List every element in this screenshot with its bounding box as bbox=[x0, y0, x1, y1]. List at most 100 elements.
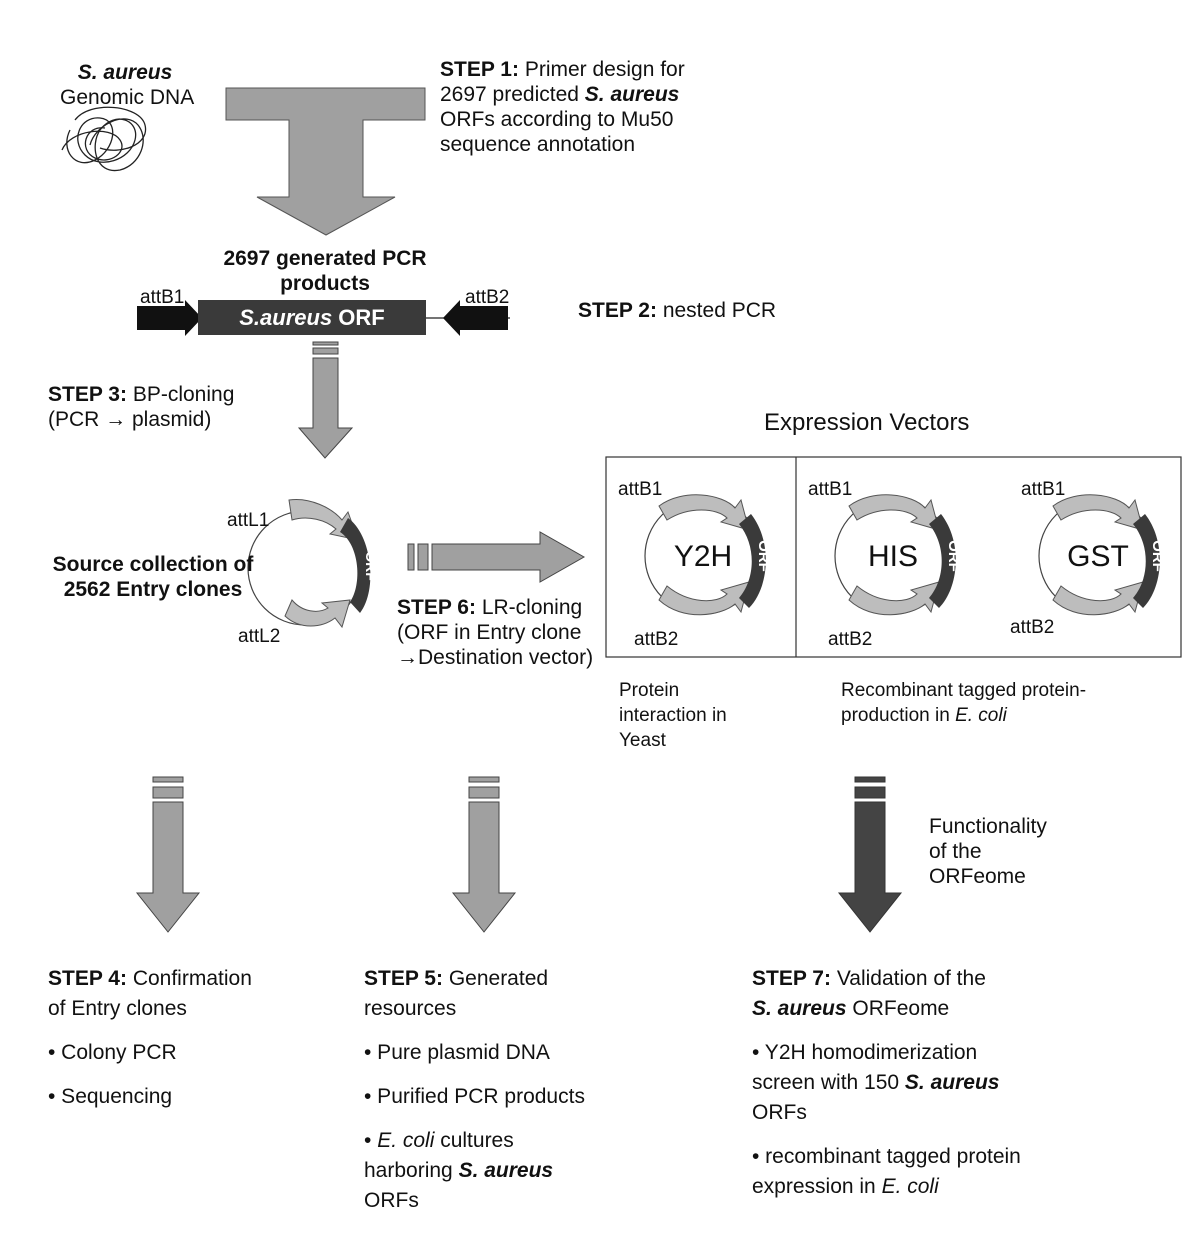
caption-left-line3: Yeast bbox=[619, 730, 666, 751]
step7-bullet1-line3: ORFs bbox=[752, 1101, 807, 1124]
entry-orf-label: ORF bbox=[363, 551, 379, 581]
step6-text: STEP 6: LR-cloning (ORF in Entry clone →… bbox=[397, 595, 593, 670]
caption-left-line1: Protein bbox=[619, 680, 680, 701]
step1-title: STEP 1: bbox=[440, 58, 519, 81]
functionality-label: Functionality of the ORFeome bbox=[929, 814, 1047, 889]
step7-bullet2-ecoli: E. coli bbox=[881, 1175, 939, 1198]
pcr-orf-box bbox=[198, 300, 426, 335]
step6-line2: (ORF in Entry clone bbox=[397, 621, 582, 644]
genome-species: S. aureus bbox=[77, 61, 173, 84]
step5-bullet-plasmid: • Pure plasmid DNA bbox=[364, 1041, 550, 1064]
step4-text: STEP 4: Confirmation of Entry clones • C… bbox=[48, 964, 252, 1112]
vector-plasmid-gst bbox=[1038, 494, 1160, 616]
step7-line2b: ORFeome bbox=[846, 997, 950, 1020]
genomic-dna-icon bbox=[61, 106, 147, 172]
y2h-orf-label: ORF bbox=[755, 540, 772, 572]
his-orf-label: ORF bbox=[945, 540, 962, 572]
step3-title: STEP 3: bbox=[48, 383, 127, 406]
vector-plasmid-y2h bbox=[644, 494, 766, 616]
step5-bullet3-line3: ORFs bbox=[364, 1189, 419, 1212]
step7-species: S. aureus bbox=[752, 997, 847, 1020]
step7-line1: Validation of the bbox=[830, 967, 986, 990]
functionality-line2: of the bbox=[929, 840, 982, 863]
step3-arrow bbox=[297, 341, 354, 459]
expression-vectors-box bbox=[605, 456, 1182, 658]
step1-line4: sequence annotation bbox=[440, 133, 635, 156]
entry-collection-line1: Source collection of bbox=[52, 553, 254, 576]
attl1-label: attL1 bbox=[227, 510, 270, 531]
attb2-arrow bbox=[443, 300, 508, 336]
step4-title: STEP 4: bbox=[48, 967, 127, 990]
gst-vector-name: GST bbox=[1067, 540, 1129, 573]
step6-line3: →Destination vector) bbox=[397, 646, 594, 669]
step7-bullet2-line1: • recombinant tagged protein bbox=[752, 1145, 1021, 1168]
his-attb2-label: attB2 bbox=[828, 629, 873, 650]
step5-bullet3-ecoli: E. coli bbox=[377, 1129, 435, 1152]
step5-bullet3-species: S. aureus bbox=[458, 1159, 554, 1182]
caption-protein-interaction: Protein interaction in Yeast bbox=[619, 678, 727, 753]
his-attb1-label: attB1 bbox=[808, 479, 853, 500]
step3-text: STEP 3: BP-cloning (PCR → plasmid) bbox=[48, 382, 234, 432]
y2h-attb2-label: attB2 bbox=[634, 629, 679, 650]
y2h-vector-name: Y2H bbox=[673, 540, 733, 573]
step3-line2: (PCR → plasmid) bbox=[48, 408, 212, 431]
step5-text: STEP 5: Generated resources • Pure plasm… bbox=[364, 964, 585, 1216]
step4-arrow bbox=[135, 776, 201, 933]
step7-arrow bbox=[837, 776, 903, 933]
gst-orf-label: ORF bbox=[1149, 540, 1166, 572]
step1-text: STEP 1: Primer design for 2697 predicted… bbox=[440, 57, 685, 157]
his-vector-name: HIS bbox=[867, 540, 918, 573]
step5-arrow bbox=[451, 776, 517, 933]
step5-title: STEP 5: bbox=[364, 967, 443, 990]
caption-right-line2a: production in bbox=[841, 705, 956, 726]
gst-attb2-label: attB2 bbox=[1010, 617, 1055, 638]
pcr-orf-label: ORF bbox=[332, 305, 385, 330]
pcr-products-title: 2697 generated PCR products bbox=[200, 246, 450, 296]
expression-vectors-title: Expression Vectors bbox=[764, 409, 970, 436]
step1-line3: ORFs according to Mu50 bbox=[440, 108, 674, 131]
pcr-products-line1: 2697 generated PCR bbox=[223, 247, 427, 270]
step1-line2a: 2697 predicted bbox=[440, 83, 585, 106]
step5-bullet-pcr-products: • Purified PCR products bbox=[364, 1085, 585, 1108]
step7-bullet2-line2a: expression in bbox=[752, 1175, 882, 1198]
step4-bullet-colony-pcr: • Colony PCR bbox=[48, 1041, 177, 1064]
entry-collection-line2: 2562 Entry clones bbox=[63, 578, 243, 601]
gst-attb1-label: attB1 bbox=[1021, 479, 1066, 500]
step5-line2: resources bbox=[364, 997, 457, 1020]
entry-collection-label: Source collection of 2562 Entry clones bbox=[38, 552, 268, 602]
step6-line1: LR-cloning bbox=[475, 596, 583, 619]
vector-plasmid-his bbox=[834, 494, 956, 616]
caption-right-ecoli: E. coli bbox=[955, 705, 1007, 726]
pcr-orf-species: S.aureus bbox=[239, 305, 333, 330]
step5-bullet3-line2a: harboring bbox=[364, 1159, 459, 1182]
pcr-attb2-label: attB2 bbox=[465, 287, 510, 308]
attl2-label: attL2 bbox=[238, 626, 281, 647]
step4-line1: Confirmation bbox=[126, 967, 252, 990]
functionality-line3: ORFeome bbox=[929, 865, 1026, 888]
genome-text: Genomic DNA bbox=[60, 86, 195, 109]
step5-bullet3-dot: • bbox=[364, 1129, 378, 1152]
attb1-arrow bbox=[137, 300, 202, 336]
step7-bullet1-line2a: screen with 150 bbox=[752, 1071, 905, 1094]
step2-desc: nested PCR bbox=[656, 299, 777, 322]
step6-arrow bbox=[407, 531, 586, 583]
step2-text: STEP 2: nested PCR bbox=[578, 298, 776, 323]
step5-line1: Generated bbox=[442, 967, 549, 990]
pcr-products-line2: products bbox=[280, 272, 370, 295]
step6-title: STEP 6: bbox=[397, 596, 476, 619]
step7-title: STEP 7: bbox=[752, 967, 831, 990]
step1-line1: Primer design for bbox=[524, 58, 685, 81]
genome-label: S. aureus Genomic DNA bbox=[60, 60, 195, 110]
step4-bullet-sequencing: • Sequencing bbox=[48, 1085, 173, 1108]
entry-clone-plasmid bbox=[247, 499, 371, 629]
step5-bullet3-rest: cultures bbox=[434, 1129, 514, 1152]
step3-line1: BP-cloning bbox=[126, 383, 235, 406]
step7-text: STEP 7: Validation of the S. aureus ORFe… bbox=[752, 964, 1021, 1202]
step1-species: S. aureus bbox=[584, 83, 680, 106]
caption-right-line1: Recombinant tagged protein- bbox=[841, 680, 1087, 701]
caption-left-line2: interaction in bbox=[619, 705, 727, 726]
functionality-line1: Functionality bbox=[929, 815, 1047, 838]
step7-bullet1-species: S. aureus bbox=[904, 1071, 1000, 1094]
step7-bullet1-line1: • Y2H homodimerization bbox=[752, 1041, 978, 1064]
step1-arrow bbox=[225, 87, 426, 236]
